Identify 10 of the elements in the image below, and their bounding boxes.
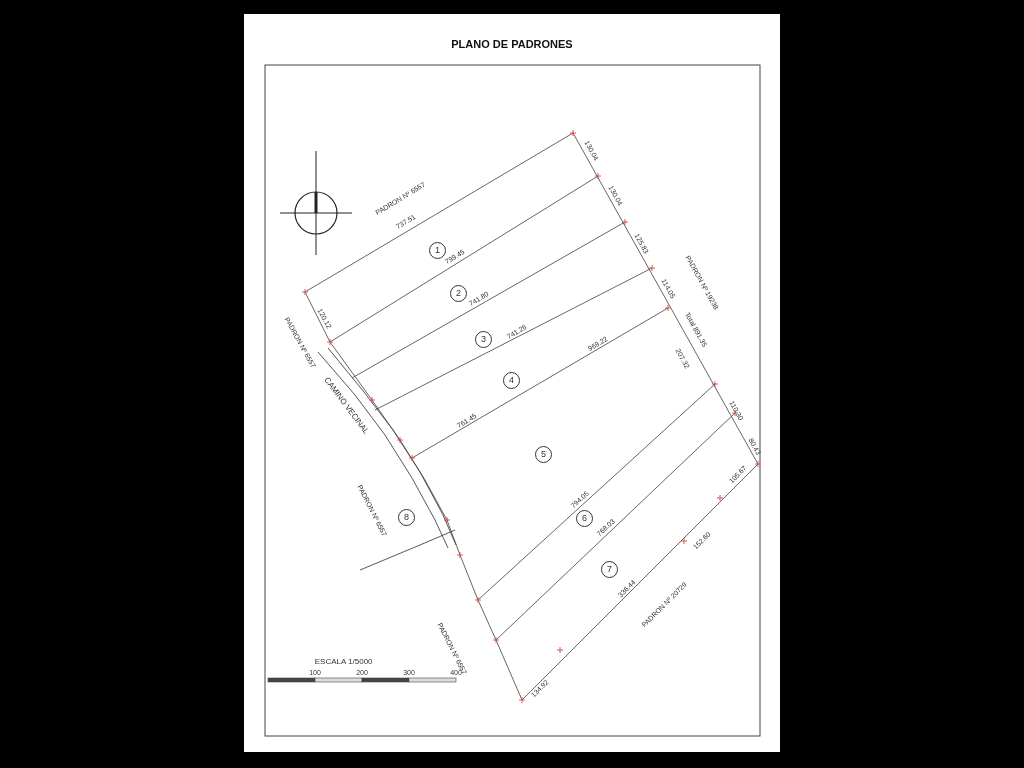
plot-number: 6: [576, 510, 593, 527]
plot-number: 4: [503, 372, 520, 389]
plot-number: 1: [429, 242, 446, 259]
plot-number: 3: [475, 331, 492, 348]
scale-label: ESCALA 1/5000: [314, 657, 373, 666]
plot-number: 5: [535, 446, 552, 463]
plot-number: 8: [398, 509, 415, 526]
plot-number: 2: [450, 285, 467, 302]
plot-number: 7: [601, 561, 618, 578]
plan-title: PLANO DE PADRONES: [450, 38, 574, 50]
